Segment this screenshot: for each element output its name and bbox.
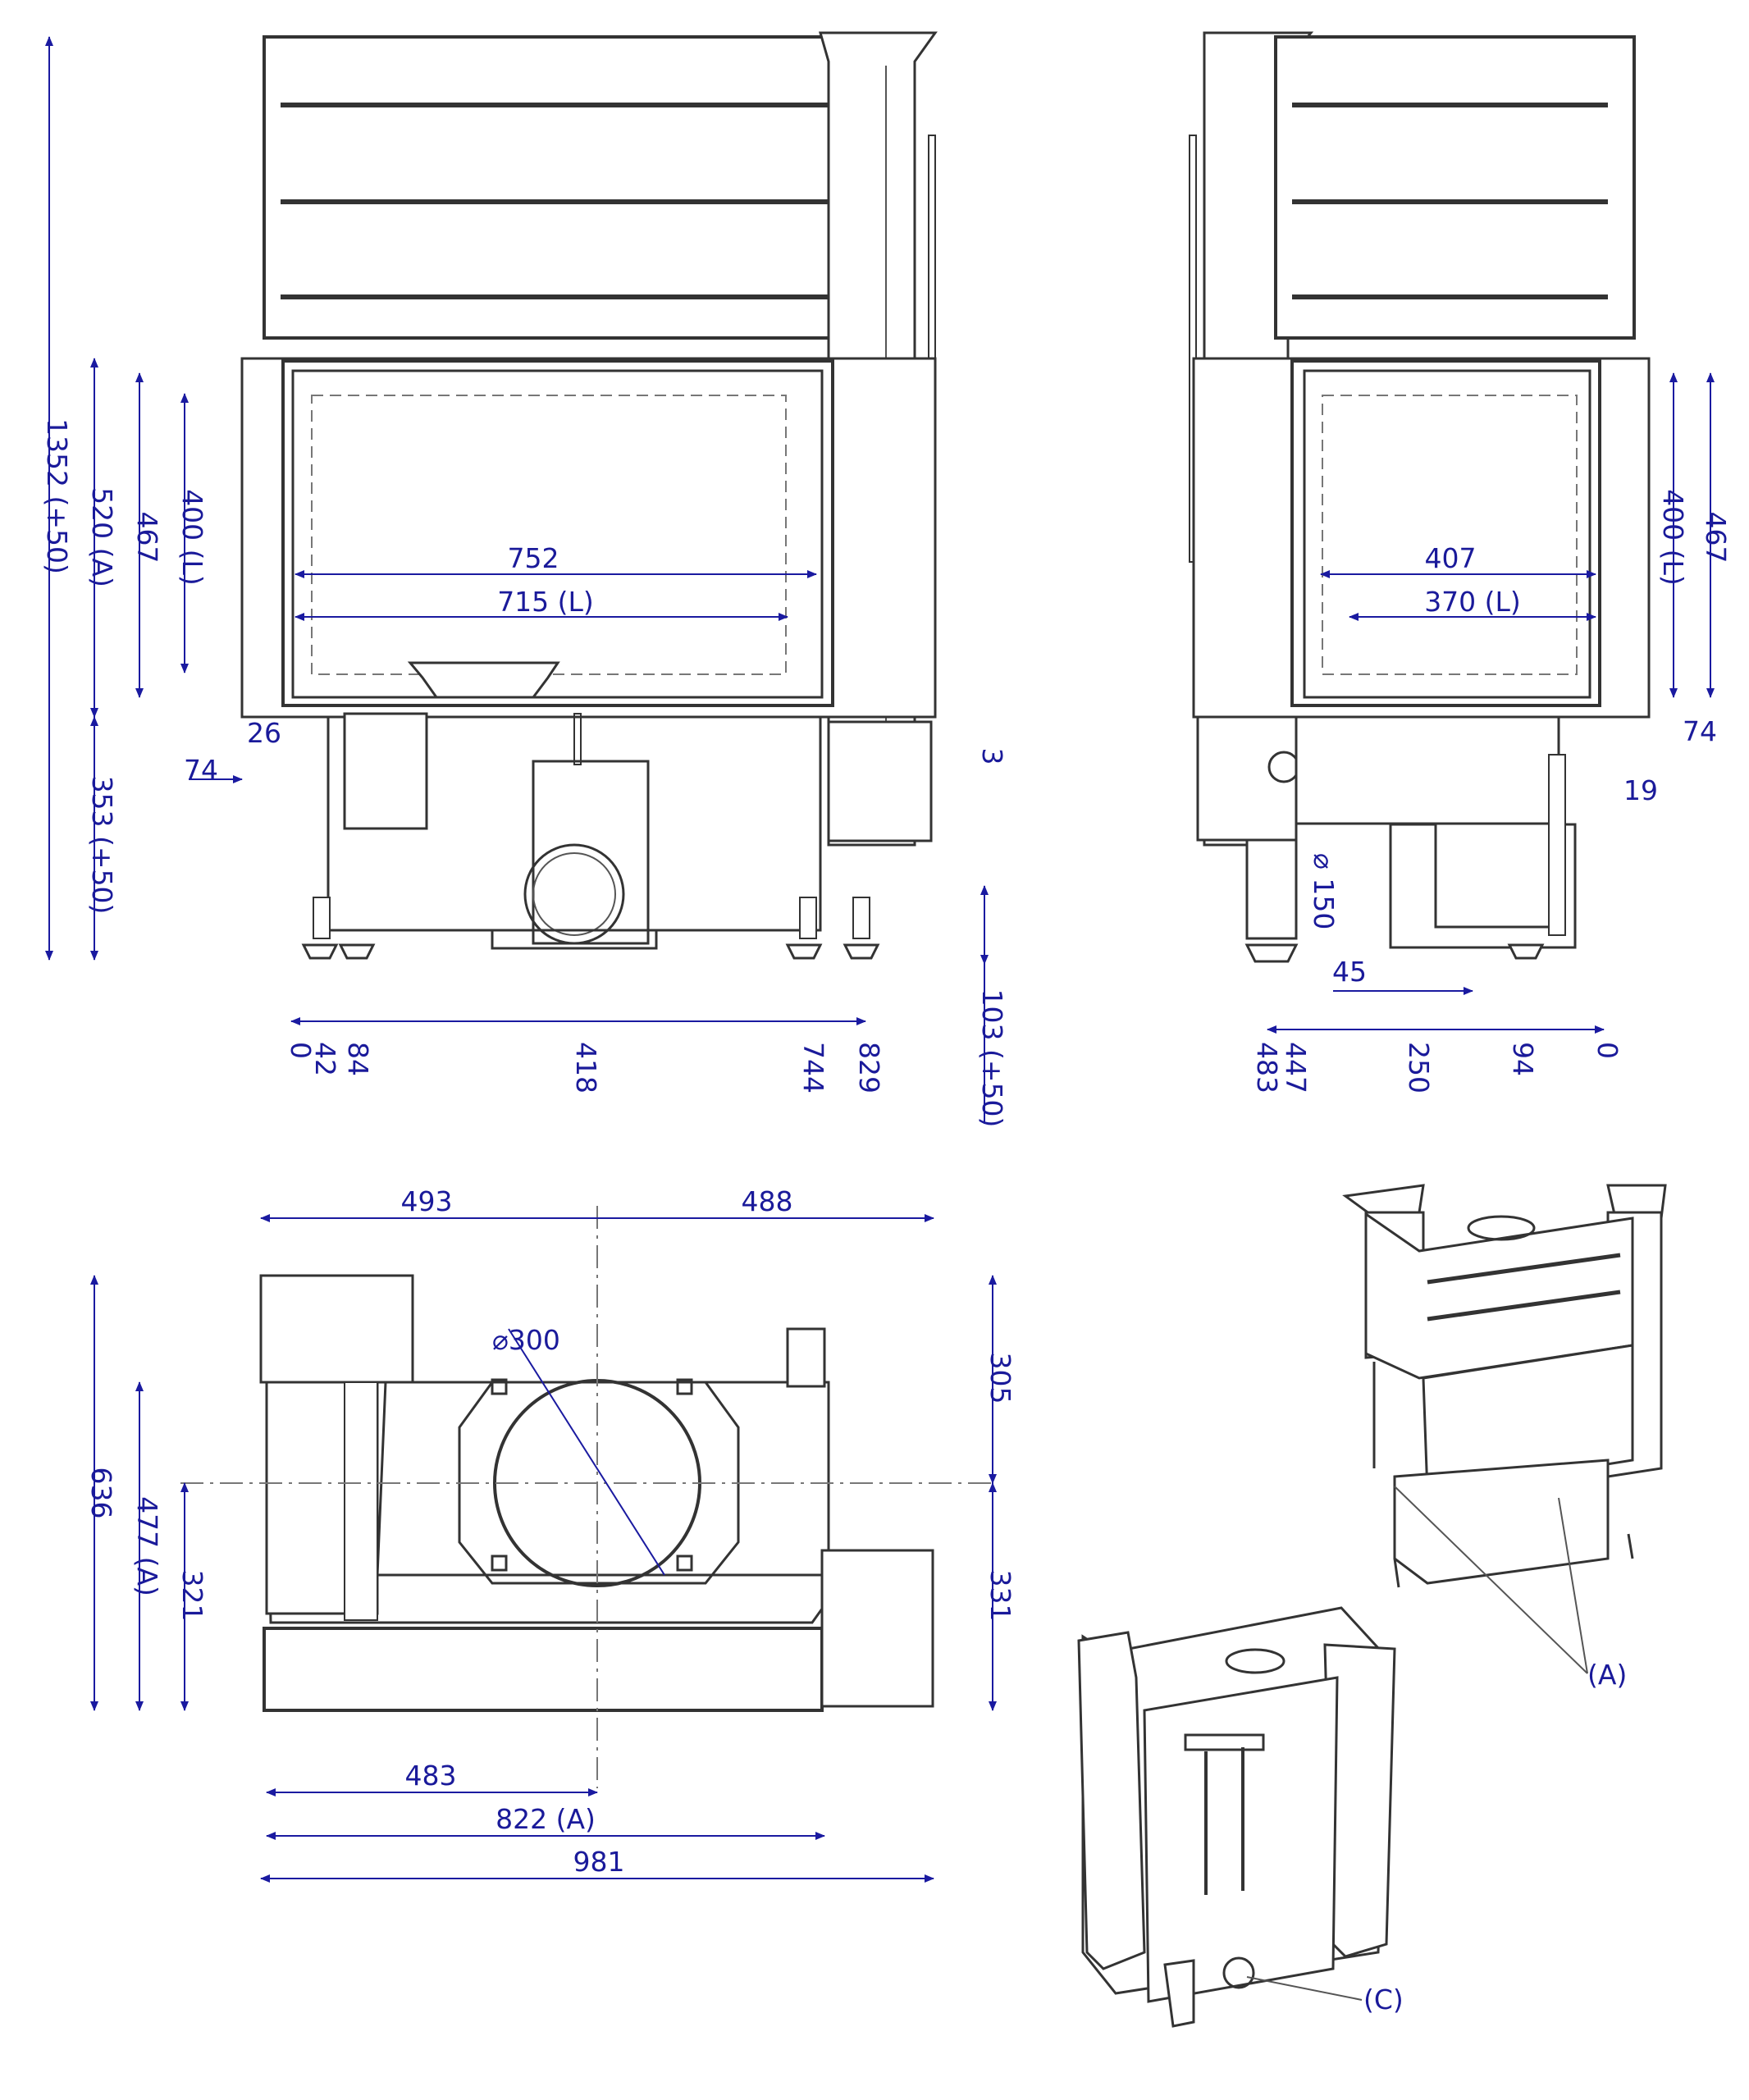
dim-gap: 3 (976, 748, 1008, 765)
label-a: (A) (1587, 1659, 1627, 1691)
dim-side-right-offset: 19 (1623, 774, 1658, 806)
dim-top-width-left: 493 (401, 1185, 453, 1217)
dim-top-depth-front: 331 (984, 1570, 1016, 1622)
dim-top-depth-total: 636 (85, 1468, 117, 1519)
dim-side-glass-height: 467 (1700, 512, 1732, 564)
dim-top-width-total: 981 (573, 1846, 625, 1878)
dim-x-418: 418 (570, 1042, 602, 1093)
dim-left-step: 74 (184, 754, 218, 786)
dim-glass-width-l: 715 (L) (497, 586, 594, 618)
dim-glass-height-l: 400 (L) (176, 489, 208, 586)
dim-side-right-step: 74 (1683, 715, 1717, 747)
dim-x-42: 42 (309, 1042, 341, 1076)
dim-glass-height: 467 (131, 512, 163, 564)
dim-x-84: 84 (342, 1042, 374, 1076)
side-dimensions: 407 370 (L) 400 (L) 467 74 19 ⌀ 150 45 4… (1251, 489, 1732, 1093)
dim-top-depth-window: 477 (A) (131, 1496, 163, 1596)
dim-left-offset: 26 (247, 717, 281, 749)
isometric-view-top (1342, 1184, 1667, 1674)
dim-side-glass-width-l: 370 (L) (1424, 586, 1521, 618)
dim-top-flue-diameter: ⌀300 (492, 1324, 560, 1356)
dim-side-x-447: 447 (1280, 1042, 1312, 1093)
dim-x-829: 829 (853, 1042, 885, 1093)
dim-x-744: 744 (797, 1042, 829, 1093)
isometric-view-bottom (1077, 1606, 1396, 2028)
front-dimensions: 1352 (+50) 520 (A) 467 400 (L) 752 715 (… (41, 418, 1008, 1127)
top-dimensions: 493 488 636 477 (A) 321 305 331 ⌀300 483… (85, 1185, 1016, 1878)
dim-top-depth-center: 321 (176, 1570, 208, 1622)
dimension-lines (45, 36, 1715, 1883)
dim-leg-height: 103 (+50) (976, 989, 1008, 1128)
top-view (180, 1206, 997, 1788)
dim-side-x-94: 94 (1507, 1042, 1539, 1076)
dim-top-depth-back: 305 (984, 1353, 1016, 1404)
dim-window-height: 520 (A) (86, 487, 118, 587)
dim-side-glass-height-l: 400 (L) (1657, 489, 1689, 586)
dim-side-flue-offset: 45 (1332, 956, 1367, 988)
dim-total-height: 1352 (+50) (41, 418, 73, 574)
dim-side-glass-width: 407 (1425, 542, 1477, 574)
dim-side-x-0: 0 (1591, 1042, 1623, 1059)
dim-side-x-250: 250 (1403, 1042, 1435, 1093)
dim-top-width-window: 822 (A) (495, 1803, 596, 1835)
dim-glass-width: 752 (508, 542, 559, 574)
side-view (1189, 31, 1651, 963)
dim-base-height: 353 (+50) (86, 776, 118, 915)
label-c: (C) (1363, 1984, 1404, 2016)
dim-top-center-offset: 483 (405, 1760, 457, 1792)
dim-top-width-right: 488 (742, 1185, 793, 1217)
dim-side-flue-diameter: ⌀ 150 (1308, 853, 1340, 929)
dim-x-0: 0 (285, 1042, 317, 1059)
front-view (240, 31, 938, 960)
dim-side-x-483: 483 (1251, 1042, 1283, 1093)
iso-labels: (A) (C) (1363, 1659, 1627, 2016)
